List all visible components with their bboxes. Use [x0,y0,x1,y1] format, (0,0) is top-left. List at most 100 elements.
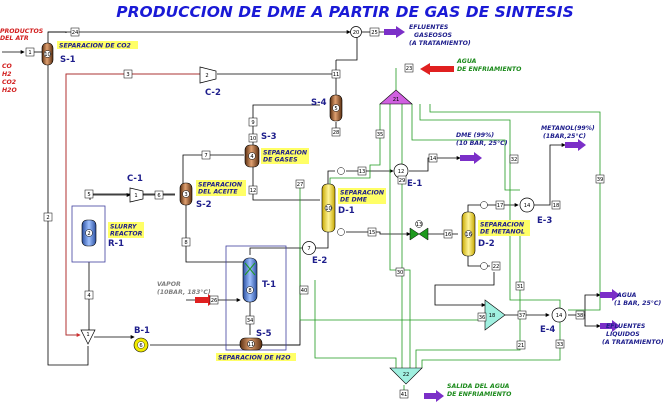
exchanger-e4: 14 [551,307,567,323]
r1-tag: R-1 [108,239,124,249]
svg-text:12: 12 [398,169,405,175]
metanol-label-line1: METANOL(99%) [541,125,595,132]
s5-tag: S-5 [256,329,272,339]
d2-label-line1: SEPARACION [480,222,525,229]
svg-text:1: 1 [134,193,137,199]
feed-label-line1: PRODUCTOS [0,28,44,35]
stream-11: 11 [333,72,340,78]
stream-33: 33 [557,342,564,348]
stream-37: 37 [519,313,526,319]
t1-tag: T-1 [262,280,276,290]
s3-label-line1: SEPARACION [263,150,308,157]
svg-text:2: 2 [205,73,208,79]
svg-text:20: 20 [353,30,360,36]
separator-s1: 10 [41,42,54,66]
salida-label-line1: SALIDA DEL AGUA [447,383,510,390]
svg-text:16: 16 [465,232,472,238]
stream-4: 4 [87,293,91,299]
svg-text:21: 21 [393,97,400,103]
stream-30: 30 [397,270,404,276]
s2-label-line2: DEL ACEITE [198,189,238,196]
s2-label-line1: SEPARACION [198,182,243,189]
agua-label-line1: AGUA [456,58,477,65]
d2-label-line2: DE METANOL [480,229,525,236]
mixer-20: 20 [350,26,362,38]
stream-36: 36 [479,315,486,321]
svg-text:4: 4 [250,154,254,160]
exchanger-e2: 7 [302,241,316,255]
stream-10: 10 [250,136,257,142]
stream-39: 39 [597,177,604,183]
agua-out-label-line1: AGUA [616,292,637,299]
svg-text:13: 13 [416,222,423,228]
svg-text:3: 3 [184,192,187,198]
svg-text:14: 14 [524,203,531,209]
stream-40: 40 [301,288,308,294]
stream-32: 32 [511,157,518,163]
exchanger-e3: 14 [519,197,535,213]
d2-tag: D-2 [478,239,495,249]
feed-component-co2: CO2 [2,79,16,86]
stream-13: 13 [359,169,366,175]
stream-tags: 1 2 3 4 5 6 7 8 9 10 11 12 13 14 15 16 1… [25,27,605,399]
d1-label-line1: SEPARACION [340,190,385,197]
valve-13: 13 [409,220,429,241]
stream-41: 41 [401,392,408,398]
separator-s3: 4 [244,144,260,168]
column-d1: 10 [321,167,345,236]
feed-component-h2o: H2O [2,87,17,94]
recycle-line [65,73,200,337]
r1-label-line2: REACTOR [110,231,143,238]
column-d2: 16 [461,201,488,270]
metanol-label-line2: (1BAR,25°C) [543,132,586,140]
e1-tag: E-1 [407,179,422,189]
stream-8: 8 [184,240,187,246]
stream-21: 21 [518,343,525,349]
labels: PRODUCTOS DEL ATR CO H2 CO2 H2O SEPARACI… [0,24,664,398]
stream-23: 23 [406,66,413,72]
agua-label-line2: DE ENFRIAMIENTO [457,66,522,73]
stream-34: 34 [247,318,254,324]
s1-tag: S-1 [60,55,76,65]
b1-tag: B-1 [134,326,150,336]
s3-tag: S-3 [261,132,277,142]
stream-16: 16 [445,232,452,238]
svg-text:8: 8 [248,288,251,294]
d1-tag: D-1 [338,206,355,216]
compressor-c1: 1 [129,187,144,203]
stream-6: 6 [157,193,160,199]
stream-12: 12 [250,188,257,194]
dme-label-line2: (10 BAR, 25°C) [456,139,508,147]
svg-text:10: 10 [325,206,332,212]
e4-tag: E-4 [540,325,555,335]
svg-text:18: 18 [489,313,496,319]
s4-tag: S-4 [311,98,327,108]
s5-label: SEPARACION DE H2O [218,355,291,362]
stream-31: 31 [517,284,524,290]
r1-label-line1: SLURRY [110,224,137,231]
vapor-label-line2: (10BAR, 183°C) [157,288,211,296]
mixer-18: 18 [484,299,506,331]
stream-22: 22 [493,264,500,270]
s3-label-line2: DE GASES [263,157,298,164]
separator-s4: 5 [329,94,343,122]
salida-label-line2: DE ENFRIAMIENTO [447,391,512,398]
feed-component-h2: H2 [2,71,11,78]
svg-text:7: 7 [307,246,310,252]
s2-tag: S-2 [196,200,212,210]
svg-text:11: 11 [248,342,255,348]
svg-text:14: 14 [556,313,563,319]
stream-18: 18 [553,203,560,209]
feed-component-co: CO [2,63,13,70]
vapor-label-line1: VAPOR [157,281,181,288]
dme-label-line1: DME (99%) [456,132,494,139]
stream-24: 24 [72,30,79,36]
mixer: 1 [80,329,96,345]
stream-9: 9 [251,120,254,126]
svg-text:22: 22 [403,372,410,378]
s1-label: SEPARACION DE CO2 [59,43,131,50]
splitter-21: 21 [379,89,413,105]
separator-s5: 11 [239,337,263,351]
c1-tag: C-1 [127,174,143,184]
